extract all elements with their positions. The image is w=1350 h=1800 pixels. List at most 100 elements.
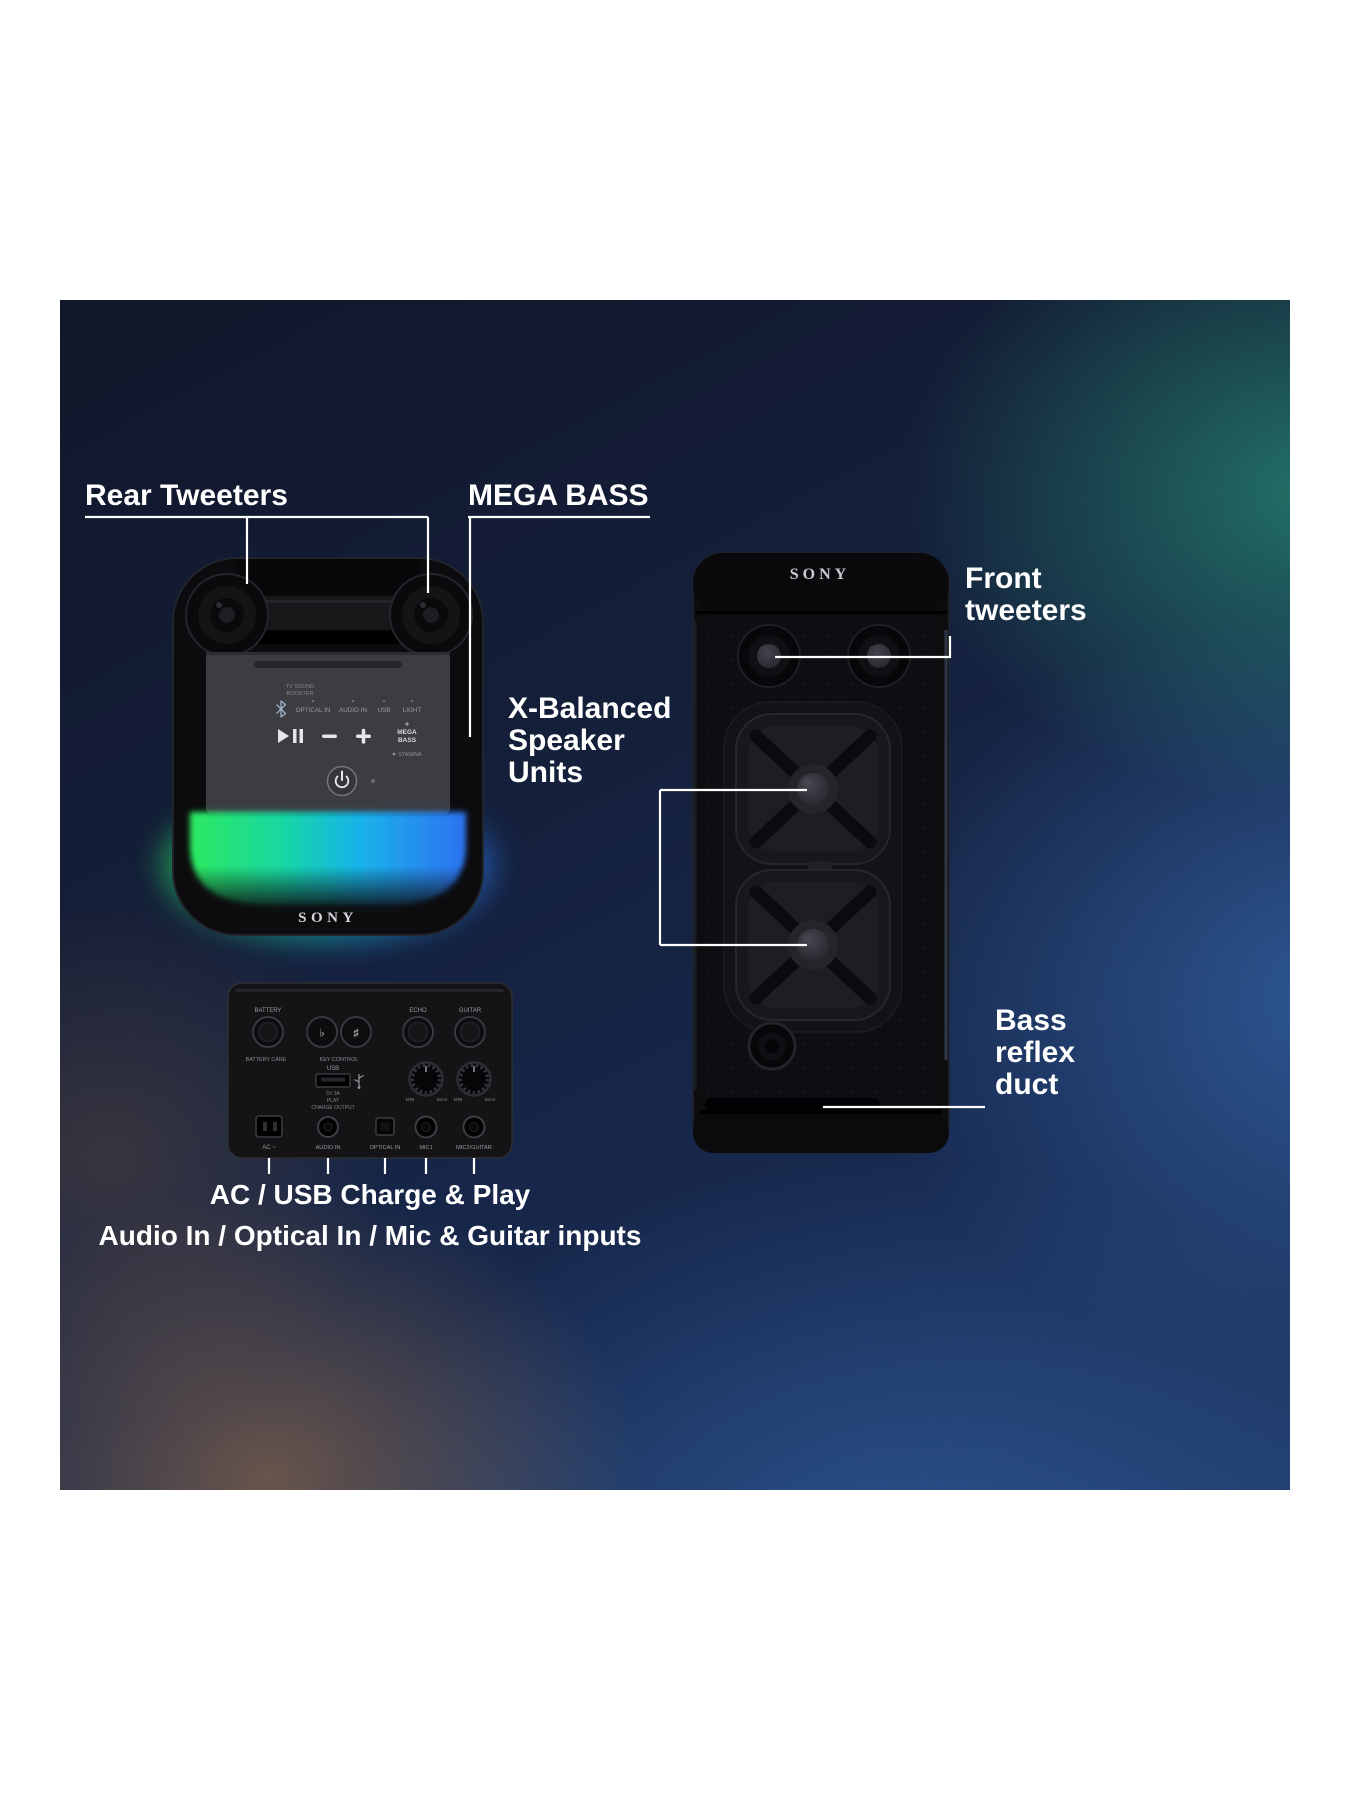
sony-logo-front: SONY [790,566,850,583]
woofer-lower [735,869,891,1021]
mega-bass-indicator-dot [405,722,409,726]
plus-icon [356,728,371,744]
ac-label: AC ~ [262,1145,276,1151]
io-caption-line1: AC / USB Charge & Play [209,1179,531,1210]
front-top-cap [693,553,949,615]
bass-reflex-duct [747,1021,797,1071]
indicator-dot [351,699,355,703]
battery-care-label: BATTERY CARE [246,1057,287,1063]
echo-button [402,1016,434,1048]
optical-in-port [375,1117,395,1136]
x-balanced-line1: X-Balanced [508,692,672,725]
mic2-port-label: MIC2/GUITAR [456,1145,492,1151]
guitar-button [454,1016,486,1048]
mic1-port-label: MIC1 [419,1145,432,1151]
bass-reflex-line1: Bass [995,1004,1067,1037]
min-label: MIN [406,1097,415,1103]
indicator-dot [371,779,375,783]
front-view-speaker: SONY [692,552,950,1154]
x-balanced-line3: Units [508,756,583,789]
echo-label: ECHO [409,1008,427,1014]
mega-bass-button-line2: BASS [398,737,417,744]
rear-panel-view: BATTERY ECHO GUITAR ♭ ♯ [227,982,513,1159]
optical-in-port-label: OPTICAL IN [370,1145,401,1151]
scene-background: TV SOUND BOOSTER OPTICAL IN AUDIO IN USB… [60,300,1290,1490]
front-tweeters-line1: Front [965,562,1042,595]
usb-port-label: USB [327,1066,339,1072]
play-pause-icon [278,729,303,743]
callout-lines [85,515,985,1174]
x-balanced-label: X-Balanced Speaker Units [508,693,671,789]
front-bottom-slot [705,1098,880,1112]
bass-reflex-line2: reflex [995,1036,1076,1069]
audio-in-label: AUDIO IN [339,707,367,714]
callout-line-front-tweeters [775,636,952,659]
ac-inlet [255,1115,283,1138]
tv-sound-text: TV SOUND [286,684,314,690]
mic2-level-knob [456,1061,492,1097]
led-fade [188,866,468,910]
key-flat-button: ♭ [306,1016,338,1048]
panel-vent-slot [254,661,402,668]
guitar-label: GUITAR [459,1008,482,1014]
rear-tweeter-right [389,573,473,657]
handle-gap [248,631,408,644]
power-icon [334,775,350,789]
indicator-dot [311,699,315,703]
front-left-shade [694,620,697,1090]
key-sharp-button: ♯ [340,1016,372,1048]
min-label: MIN [454,1097,463,1103]
sony-logo-top-view: SONY [298,910,358,926]
callout-line-mega-bass [468,515,650,737]
top-view-speaker: TV SOUND BOOSTER OPTICAL IN AUDIO IN USB… [160,557,496,943]
indicator-dot [382,699,386,703]
audio-in-jack [317,1116,339,1138]
power-button [326,765,358,797]
light-label: LIGHT [403,707,422,714]
bass-reflex-line3: duct [995,1068,1059,1101]
mic2-guitar-jack [462,1115,486,1139]
battery-label: BATTERY [254,1008,281,1014]
handle-grip-highlight [234,600,422,603]
usb-charge-label: CHARGE OUTPUT [311,1105,354,1111]
woofer-divider-notch [808,861,832,871]
bluetooth-icon [276,700,287,718]
handle-grip [228,596,428,630]
key-control-label: KEY CONTROL [320,1057,359,1063]
mega-bass-button-line1: MEGA [397,729,417,736]
rear-panel-body [227,982,513,1159]
front-tweeters-line2: tweeters [965,594,1087,627]
front-tweeters-label: Front tweeters [965,563,1087,627]
rear-tweeter-left [185,573,269,657]
usb-label: USB [378,707,391,714]
mic1-level-knob [408,1061,444,1097]
stamina-bullet [392,752,396,756]
stamina-label: STAMINA [398,752,422,758]
rear-tweeters-label: Rear Tweeters [85,479,288,512]
callout-line-x-balanced [658,788,807,947]
sharp-glyph: ♯ [353,1028,359,1040]
speaker-illustrations: TV SOUND BOOSTER OPTICAL IN AUDIO IN USB… [85,515,985,1174]
front-tweeter-left [737,624,801,688]
rear-panel-bevel [236,989,504,992]
audio-in-port-label: AUDIO IN [316,1145,341,1151]
woofer-upper [735,713,891,865]
bass-reflex-label: Bass reflex duct [995,1005,1075,1101]
indicator-dot [410,699,414,703]
io-caption: AC / USB Charge & Play Audio In / Optica… [60,1174,680,1256]
usb-play-label: PLAY [327,1098,340,1104]
usb-spec-label: 5V 3A [326,1091,340,1097]
usb-port-tab [321,1077,345,1082]
x-balanced-line2: Speaker [508,724,625,757]
max-label: MAX [437,1097,448,1103]
callout-lines-io-ports [267,1158,476,1174]
max-label: MAX [485,1097,496,1103]
front-right-highlight [944,630,948,1060]
callout-line-rear-tweeters [85,515,430,593]
optical-in-label: OPTICAL IN [296,707,331,714]
mega-bass-label: MEGA BASS [468,479,649,512]
flat-glyph: ♭ [319,1028,324,1040]
top-control-panel: TV SOUND BOOSTER OPTICAL IN AUDIO IN USB… [206,652,450,814]
io-caption-line2: Audio In / Optical In / Mic & Guitar inp… [98,1220,642,1251]
